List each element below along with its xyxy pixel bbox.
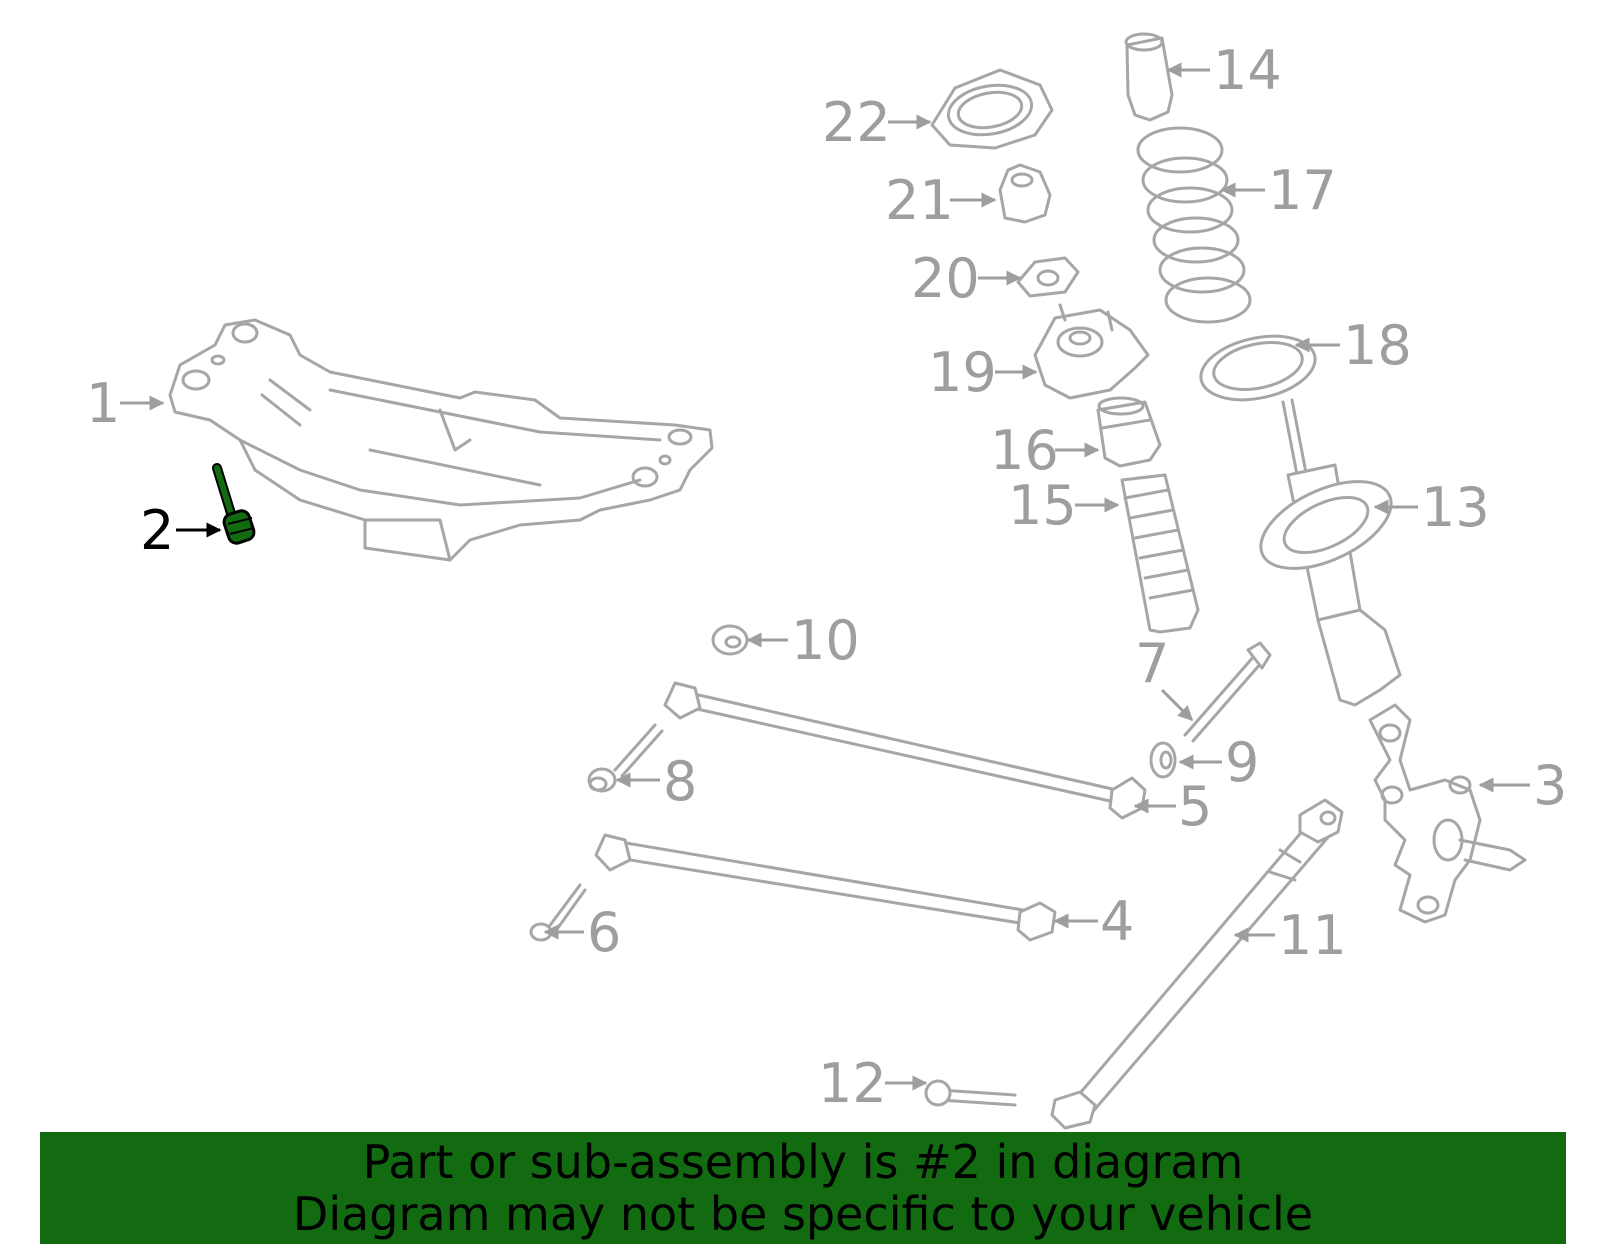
callout-9: 9 <box>1225 731 1259 794</box>
callout-14: 14 <box>1213 39 1282 102</box>
part-11-trailing-arm <box>1050 798 1344 1130</box>
part-12-bolt <box>924 1079 1017 1107</box>
part-20-nut <box>1016 256 1080 298</box>
part-17-coil-spring <box>1136 126 1252 324</box>
part-9-washer <box>1149 741 1177 779</box>
callout-12: 12 <box>818 1052 887 1115</box>
callout-labels: 1 2 3 4 5 6 7 8 9 10 11 12 13 14 15 16 1… <box>86 39 1567 1115</box>
callout-17: 17 <box>1268 159 1337 222</box>
part-14-bump-stop <box>1124 32 1174 122</box>
banner-line-disclaimer: Diagram may not be specific to your vehi… <box>292 1187 1314 1241</box>
part-8-bolt <box>587 723 664 793</box>
callout-11: 11 <box>1278 904 1347 967</box>
callout-22: 22 <box>822 91 891 154</box>
callout-3: 3 <box>1533 754 1567 817</box>
callout-21: 21 <box>885 169 954 232</box>
part-18-spring-seat <box>1199 334 1317 402</box>
banner-line-part-number: Part or sub-assembly is #2 in diagram <box>362 1135 1244 1189</box>
leader-7 <box>1160 688 1194 722</box>
part-15-dust-boot <box>1120 473 1200 634</box>
callout-7: 7 <box>1135 632 1169 695</box>
leader-lines <box>120 62 1530 1091</box>
callout-20: 20 <box>911 247 980 310</box>
callout-16: 16 <box>990 419 1059 482</box>
callout-2: 2 <box>140 499 174 562</box>
part-22-upper-plate <box>930 68 1054 150</box>
callout-6: 6 <box>587 901 621 964</box>
callout-10: 10 <box>791 609 860 672</box>
part-5-lateral-link <box>663 681 1147 820</box>
callout-18: 18 <box>1343 314 1412 377</box>
callout-8: 8 <box>663 750 697 813</box>
callout-19: 19 <box>928 341 997 404</box>
part-3-knuckle <box>1368 703 1527 924</box>
callout-4: 4 <box>1100 890 1134 953</box>
part-13-strut <box>1259 398 1402 707</box>
part-4-lateral-link <box>594 833 1057 942</box>
callout-5: 5 <box>1178 775 1212 838</box>
part-2-bolt-bushing <box>212 463 256 545</box>
part-21-insulator <box>998 163 1052 224</box>
part-19-strut-mount <box>1033 303 1150 400</box>
part-7-bolt <box>1183 641 1272 743</box>
info-banner: Part or sub-assembly is #2 in diagram Di… <box>40 1132 1566 1244</box>
callout-1: 1 <box>86 372 120 435</box>
callout-15: 15 <box>1008 474 1077 537</box>
part-10-washer <box>711 624 749 656</box>
callout-13: 13 <box>1421 476 1490 539</box>
part-1-crossmember <box>168 318 714 562</box>
part-16-bushing <box>1096 396 1162 468</box>
